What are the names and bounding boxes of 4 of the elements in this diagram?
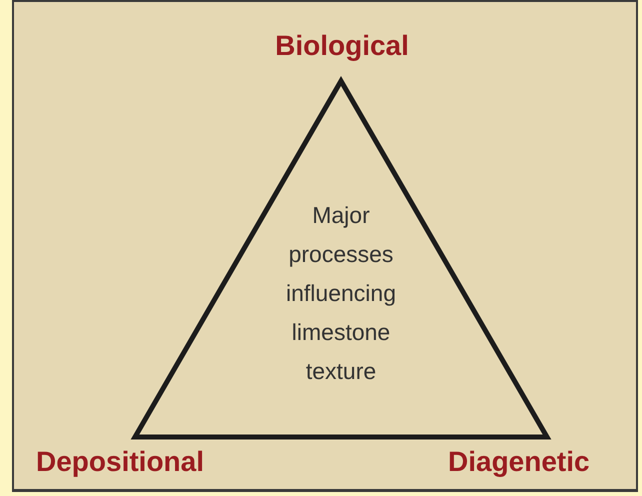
vertex-label: Biological bbox=[275, 30, 409, 62]
vertex-label: Diagenetic bbox=[448, 446, 590, 478]
center-text: Major processes influencing limestone texture bbox=[285, 201, 397, 386]
vertex-label: Depositional bbox=[36, 446, 204, 478]
